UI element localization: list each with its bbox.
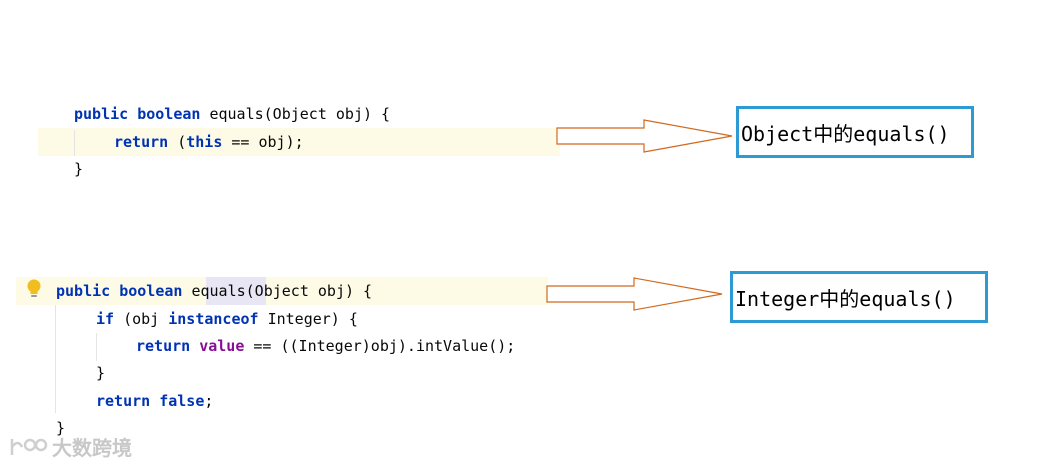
indent-guide — [55, 305, 56, 413]
code-text: } — [74, 160, 84, 178]
watermark-text: 大数跨境 — [52, 436, 132, 460]
code-text: == obj); — [222, 133, 304, 151]
keyword-this: this — [186, 133, 223, 151]
code-line-close-brace[interactable]: } — [74, 156, 83, 183]
keyword-if: if — [96, 310, 115, 328]
clipped-code-line — [56, 250, 386, 256]
code-line-return[interactable]: return (this == obj); — [114, 129, 304, 156]
keyword-return: return — [136, 337, 191, 355]
code-text: } — [96, 364, 106, 382]
logo-icon — [10, 438, 48, 455]
current-line-highlight — [38, 128, 560, 156]
current-line-highlight — [16, 277, 548, 305]
keyword-boolean: boolean — [137, 105, 201, 123]
code-line-signature[interactable]: public boolean equals(Object obj) { — [56, 278, 372, 305]
method-name-equals[interactable]: equals — [191, 282, 246, 300]
code-block-object: public boolean equals(Object obj) { retu… — [0, 0, 390, 178]
code-text: Integer) { — [258, 310, 358, 328]
code-line-if[interactable]: if (obj instanceof Integer) { — [96, 306, 358, 333]
code-block-integer: public boolean equals(Object obj) { if (… — [0, 0, 515, 437]
keyword-return: return — [114, 133, 169, 151]
callout-label: Object中的equals() — [741, 121, 950, 146]
lightbulb-icon[interactable] — [24, 278, 44, 300]
code-text: (Object obj) { — [245, 282, 373, 300]
code-text: ; — [204, 392, 214, 410]
keyword-public: public — [56, 282, 111, 300]
keyword-public: public — [74, 105, 129, 123]
code-line-signature[interactable]: public boolean equals(Object obj) { — [74, 101, 390, 128]
code-line-return-value[interactable]: return value == ((Integer)obj).intValue(… — [136, 333, 515, 360]
callout-integer-equals: Integer中的equals() — [730, 271, 988, 323]
code-line-close-if[interactable]: } — [96, 360, 105, 387]
callout-label: Integer中的equals() — [735, 286, 956, 311]
arrow-right-icon — [546, 277, 723, 311]
indent-guide — [96, 333, 97, 361]
method-usage-highlight — [206, 277, 266, 305]
code-line-close-method[interactable]: } — [56, 415, 65, 442]
keyword-return: return — [96, 392, 151, 410]
keyword-instanceof: instanceof — [168, 310, 259, 328]
callout-object-equals: Object中的equals() — [736, 106, 974, 158]
arrow-right-icon — [556, 119, 733, 153]
code-text: equals(Object obj) { — [200, 105, 391, 123]
field-value: value — [199, 337, 245, 355]
code-text: ( — [168, 133, 187, 151]
keyword-false: false — [159, 392, 205, 410]
keyword-boolean: boolean — [119, 282, 183, 300]
watermark: 大数跨境 — [8, 432, 132, 461]
code-text: (obj — [114, 310, 169, 328]
code-text: } — [56, 419, 66, 437]
code-line-return-false[interactable]: return false; — [96, 388, 213, 415]
indent-guide — [74, 130, 75, 156]
code-text: == ((Integer)obj).intValue(); — [244, 337, 516, 355]
